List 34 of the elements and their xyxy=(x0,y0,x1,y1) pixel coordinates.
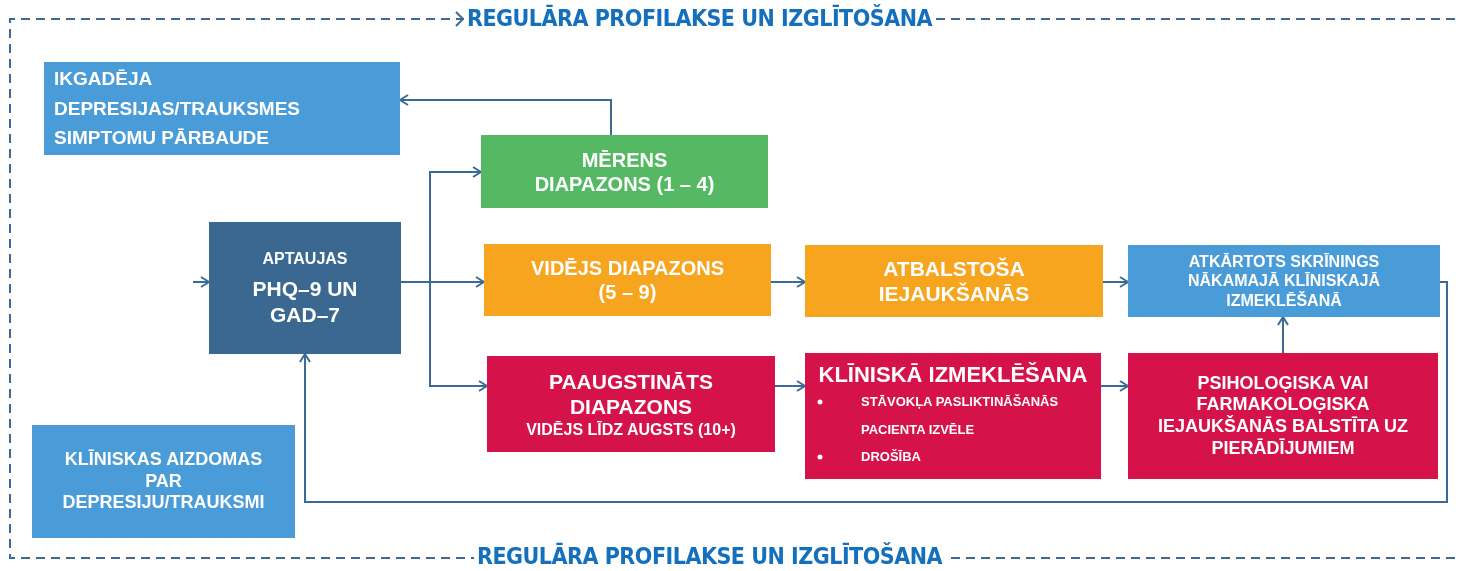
arrow xyxy=(770,276,806,288)
box-heading: KLĪNISKĀ IZMEKLĒŠANA xyxy=(818,361,1088,389)
rescreening-box xyxy=(1128,245,1440,317)
box-text: IKGADĒJA DEPRESIJAS/TRAUKSMES SIMPTOMU PĀRBAUDE xyxy=(54,67,301,151)
arrow xyxy=(400,281,488,392)
assessment-box xyxy=(805,353,1101,479)
bullet-item: STĀVOKĻA PASLIKTINĀŠANĀS xyxy=(813,388,1093,416)
arrow xyxy=(192,276,210,288)
box-subtext: PHQ–9 UN GAD–7 xyxy=(251,276,359,327)
survey-box xyxy=(209,222,401,354)
intervention-box xyxy=(805,245,1103,317)
bullet-item: DROŠĪBA xyxy=(813,442,1093,471)
intervention-box xyxy=(1128,353,1438,479)
arrow xyxy=(1100,380,1129,392)
range-box xyxy=(487,356,775,452)
bullet-item: PACIENTA IZVĒLE xyxy=(860,420,976,439)
box-text: MĒRENS DIAPAZONS (1 – 4) xyxy=(533,147,716,196)
box-text: PAAUGSTINĀTS DIAPAZONS xyxy=(547,369,715,420)
arrow xyxy=(1277,316,1289,354)
arrow xyxy=(299,281,1448,503)
box-text: KLĪNISKAS AIZDOMAS PAR DEPRESIJU/TRAUKSMI xyxy=(61,449,266,514)
screening-box xyxy=(44,62,400,155)
arrow xyxy=(399,94,612,136)
range-box xyxy=(481,135,768,208)
box-text: PSIHOLOĢISKA VAI FARMAKOLOĢISKA IEJAUKŠANĀS BALSTĪTA UZ PIERĀDĪJUMIEM xyxy=(1157,372,1409,460)
box-text: ATBALSTOŠA IEJAUKŠANĀS xyxy=(877,255,1031,307)
box-subtext: VIDĒJS LĪDZ AUGSTS (10+) xyxy=(526,419,736,439)
arrow xyxy=(1102,276,1129,288)
box-text: APTAUJAS xyxy=(262,249,348,269)
arrow xyxy=(774,380,806,392)
range-box xyxy=(484,244,771,316)
box-text: ATKĀRTOTS SKRĪNINGS NĀKAMAJĀ KLĪNISKAJĀ IZMEKLĒŠANĀ xyxy=(1187,252,1381,310)
suspicion-box xyxy=(32,425,295,538)
box-text: VIDĒJS DIAPAZONS (5 – 9) xyxy=(530,256,725,304)
